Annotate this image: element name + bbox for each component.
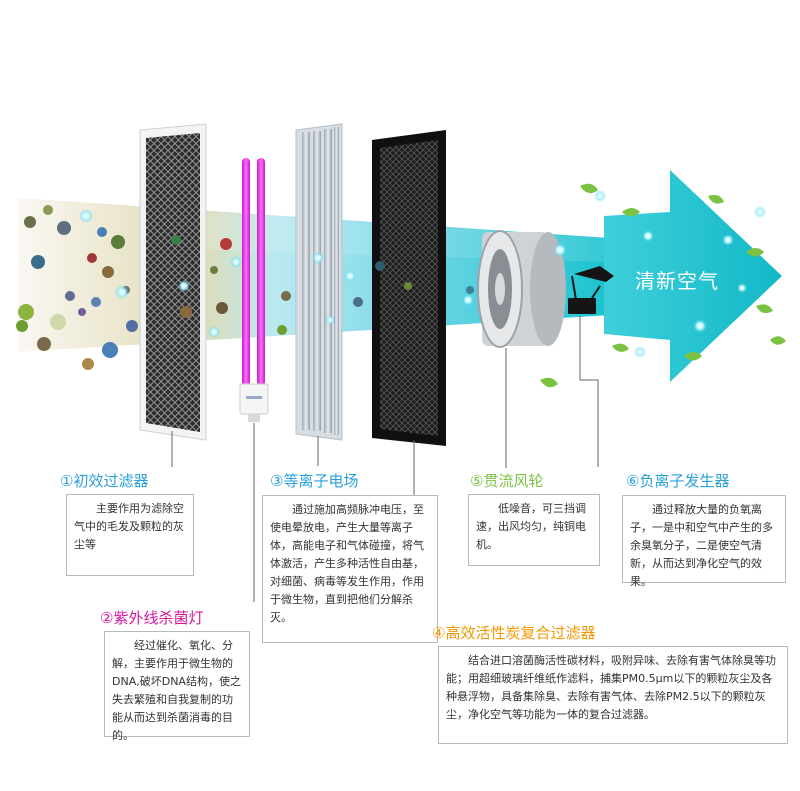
contaminant-particles [16,205,474,370]
primary-filter-panel [139,123,207,441]
leaves [540,183,786,388]
stage-desc-ion: 通过释放大量的负氧离子，一是中和空气中产生的多余臭氧分子，二是使空气清新，从而达… [622,495,786,588]
plasma-field-panel [295,123,343,441]
crossflow-fan [477,230,566,348]
stage-title-ion: ⑥负离子发生器 [626,472,730,490]
glowing-ions [79,190,766,358]
stage-title-plasma: ③等离子电场 [270,472,359,490]
stage-title-primary: ①初效过滤器 [60,472,149,490]
ion-generator [568,266,614,314]
arrow-label: 清新空气 [635,269,719,293]
stage-title-fan: ⑤贯流风轮 [470,472,544,490]
stage-desc-uv: 经过催化、氧化、分解，主要作用于微生物的DNA,破坏DNA结构，使之失去繁殖和自… [104,631,250,742]
stage-title-uv: ②紫外线杀菌灯 [100,609,204,627]
uv-lamp [239,158,269,422]
stage-desc-plasma: 通过施加高频脉冲电压，至使电晕放电，产生大量等离子体，高能电子和气体碰撞，将气体… [262,495,438,643]
stage-desc-fan: 低噪音，可三挡调速，出风均匀，纯铜电机。 [468,494,600,566]
fresh-air-arrow [604,170,782,382]
stage-desc-carbon: 结合进口溶菌酶活性碳材料，吸附异味、去除有害气体除臭等功能；用超细玻璃纤维纸作滤… [438,646,788,744]
stage-desc-primary: 主要作用为滤除空气中的毛发及颗粒的灰尘等 [66,494,194,576]
stage-title-carbon: ④高效活性炭复合过滤器 [432,624,596,642]
